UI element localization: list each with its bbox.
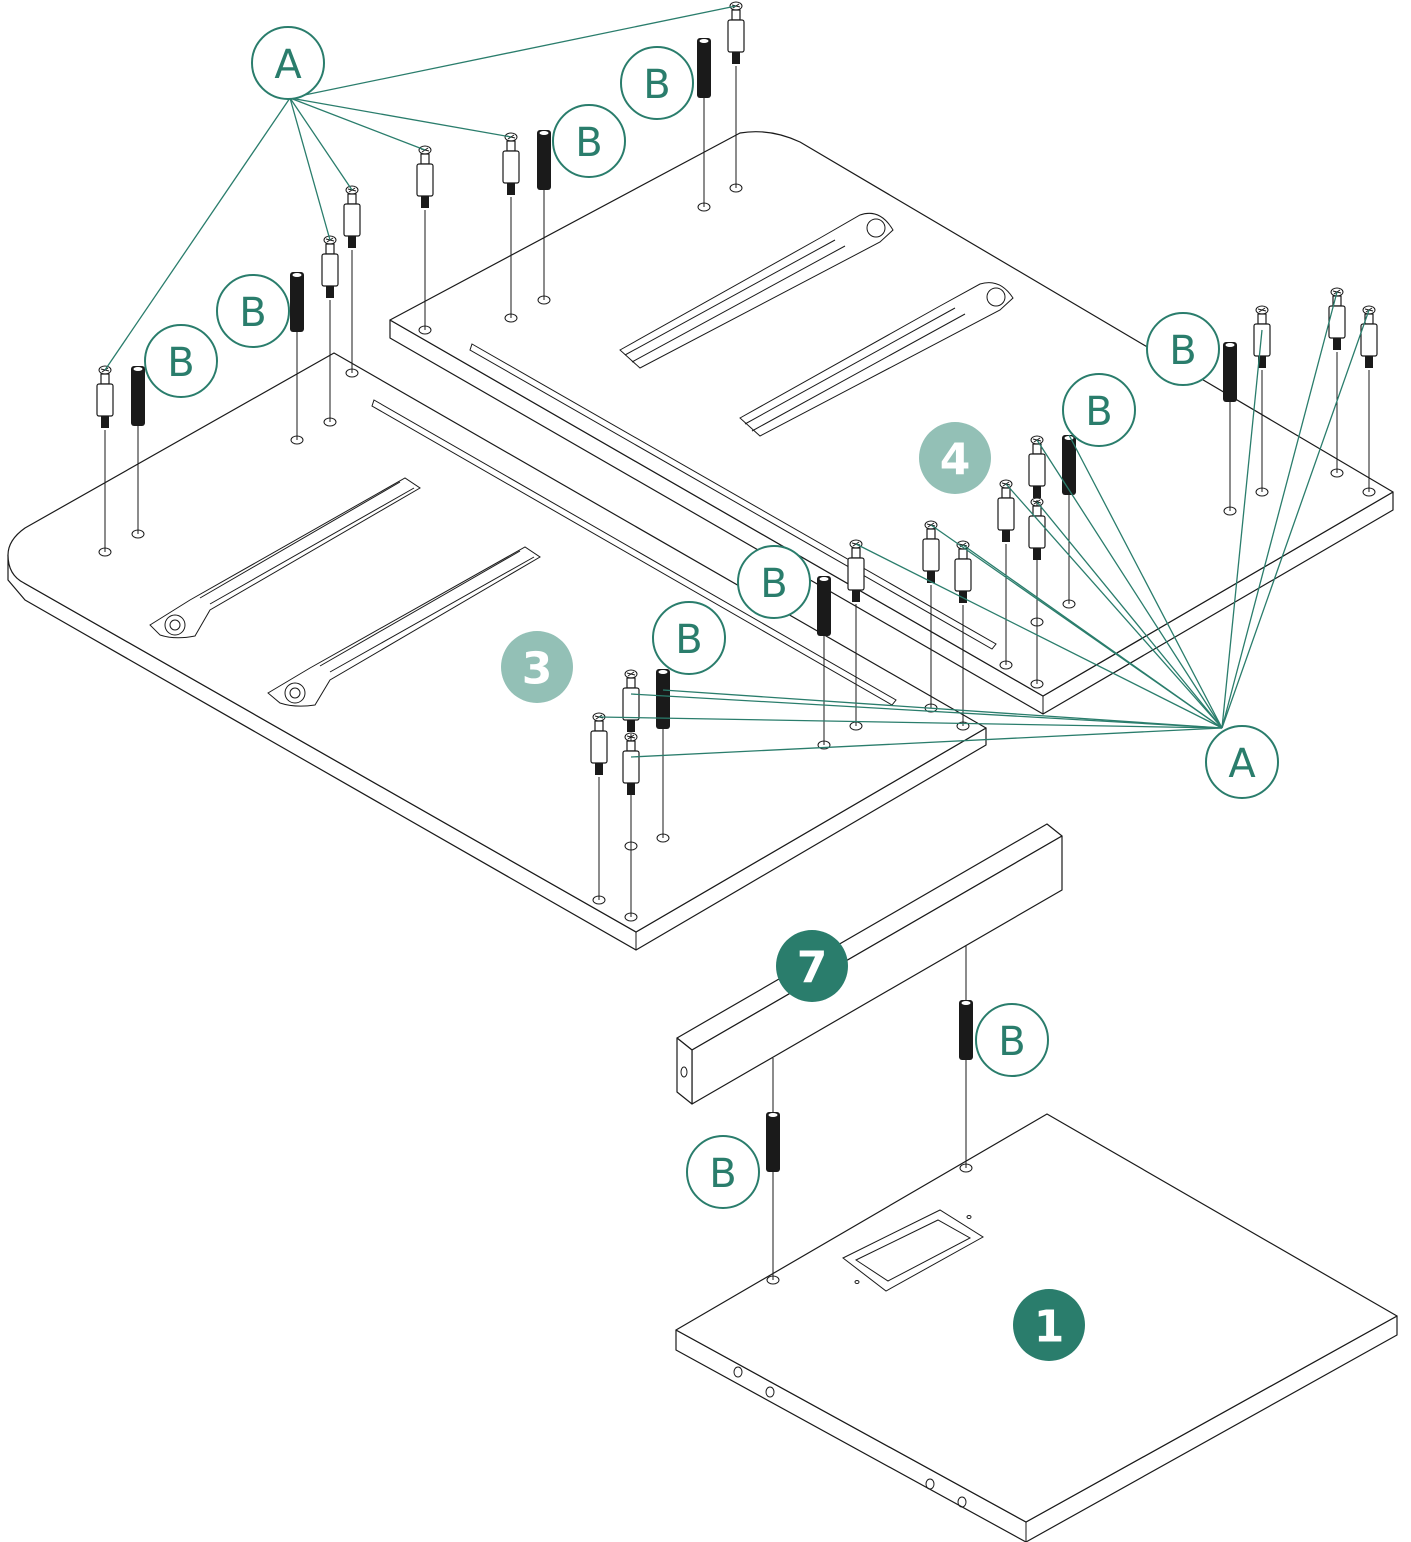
leader-line — [289, 97, 331, 241]
leader-line — [1221, 309, 1370, 729]
cam-screw — [1328, 287, 1346, 478]
callout-b-3: B — [216, 274, 290, 348]
cam-screw — [847, 539, 865, 731]
runner-left-a — [149, 477, 421, 639]
dowel — [290, 272, 304, 445]
dowel — [817, 576, 831, 750]
dowel — [537, 130, 551, 305]
callout-b-2: B — [552, 104, 626, 178]
leader-line — [289, 97, 426, 151]
dowel — [766, 1112, 780, 1285]
dowel — [1223, 342, 1237, 516]
leader-line — [1221, 329, 1263, 729]
dowel — [131, 366, 145, 539]
dowel — [697, 38, 711, 212]
step-7-badge: 7 — [776, 930, 848, 1002]
leader-line — [630, 727, 1223, 758]
leader-line — [104, 97, 291, 371]
callout-a-top-label: A — [274, 42, 302, 88]
step-1-badge-label: 1 — [1034, 1302, 1065, 1353]
cam-screw — [997, 479, 1015, 670]
callout-b-1: B — [620, 46, 694, 120]
cam-screw — [622, 732, 640, 922]
callout-b-8-label: B — [675, 617, 702, 663]
step-7-badge-label: 7 — [797, 943, 828, 994]
step-3-badge-label: 3 — [522, 644, 553, 695]
leader-line — [1036, 501, 1223, 729]
cam-screw — [502, 132, 520, 323]
rail-7 — [676, 823, 1063, 1105]
cam-screw — [96, 365, 114, 557]
callout-b-5: B — [1146, 312, 1220, 386]
leader-line — [855, 543, 1223, 729]
callout-a-top: A — [251, 26, 325, 100]
runner-right-a — [619, 212, 894, 369]
leader-line — [662, 689, 1223, 729]
leader-line — [598, 716, 1223, 729]
callout-b-10: B — [686, 1135, 760, 1209]
leader-line — [289, 97, 353, 191]
runner-left-b — [267, 546, 541, 707]
callout-b-10-label: B — [709, 1151, 736, 1197]
leader-line — [630, 693, 1223, 729]
leader-line — [289, 97, 512, 138]
leader-line — [1036, 439, 1223, 729]
callout-b-4-label: B — [167, 340, 194, 386]
step-1-badge: 1 — [1013, 1289, 1085, 1361]
callout-a-bottom: A — [1205, 725, 1279, 799]
cam-screw — [1253, 305, 1271, 497]
cam-screw — [1360, 305, 1378, 497]
cam-screw — [1028, 435, 1046, 627]
callout-b-9-label: B — [998, 1019, 1025, 1065]
callout-b-9: B — [975, 1003, 1049, 1077]
dowel — [656, 669, 670, 843]
callout-b-3-label: B — [239, 290, 266, 336]
leader-line — [1068, 434, 1223, 729]
leader-line — [1005, 483, 1223, 729]
step-3-badge: 3 — [501, 631, 573, 703]
cam-screw — [321, 235, 339, 427]
leader-lines — [104, 5, 1370, 758]
panel-4 — [389, 131, 1394, 715]
callout-b-5-label: B — [1169, 328, 1196, 374]
callout-b-4: B — [144, 324, 218, 398]
callout-b-7-label: B — [760, 561, 787, 607]
leader-line — [1221, 291, 1338, 729]
callout-b-7: B — [737, 545, 811, 619]
step-4-badge-label: 4 — [940, 435, 971, 486]
runner-right-b — [739, 282, 1014, 437]
callout-b-1-label: B — [643, 62, 670, 108]
callout-a-bottom-label: A — [1228, 741, 1256, 787]
cam-screw — [416, 145, 434, 335]
callout-b-2-label: B — [575, 120, 602, 166]
leader-line — [962, 544, 1223, 729]
callout-b-6: B — [1062, 373, 1136, 447]
cam-screw — [343, 185, 361, 378]
cam-screw — [622, 669, 640, 851]
callout-b-6-label: B — [1085, 389, 1112, 435]
callout-b-8: B — [652, 601, 726, 675]
step-4-badge: 4 — [919, 422, 991, 494]
cam-screw — [922, 520, 940, 713]
leader-line — [289, 5, 737, 99]
dowel — [959, 1000, 973, 1173]
